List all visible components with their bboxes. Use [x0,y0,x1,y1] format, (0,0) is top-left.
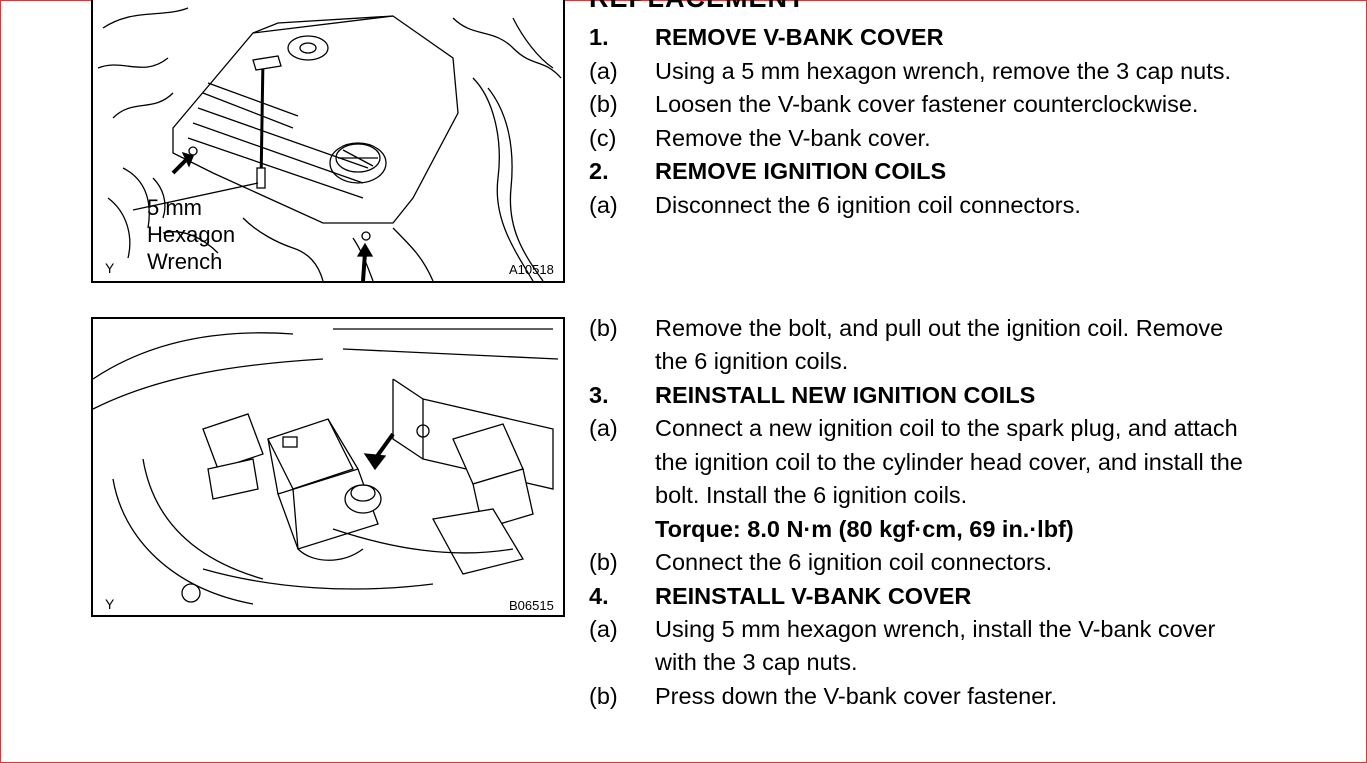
step-number: 1. [589,24,609,50]
step-text: REINSTALL NEW IGNITION COILS [655,382,1036,408]
step-text: the ignition coil to the cylinder head c… [655,449,1243,475]
step-text: Connect a new ignition coil to the spark… [655,415,1238,441]
step-number: (b) [589,683,618,709]
step-number: 3. [589,382,609,408]
step-text: Disconnect the 6 ignition coil connector… [655,192,1081,218]
wrench-callout: 5 mm Hexagon Wrench [147,194,235,275]
step-number: (c) [589,125,617,151]
step-text: Remove the bolt, and pull out the igniti… [655,315,1224,341]
step-number: (a) [589,192,618,218]
step-text: REINSTALL V-BANK COVER [655,583,972,609]
step-number: (a) [589,415,618,441]
v-bank-cover-illustration [97,7,562,281]
step-text: bolt. Install the 6 ignition coils. [655,482,968,508]
step-number: 4. [589,583,609,609]
step-text: Press down the V-bank cover fastener. [655,683,1058,709]
step-text: with the 3 cap nuts. [655,649,858,675]
step-number: (a) [589,616,618,642]
step-text: the 6 ignition coils. [655,348,849,374]
step-number: (b) [589,91,618,117]
figure-v-bank-cover: 5 mm Hexagon Wrench Y A10518 [91,0,565,283]
torque-text: Torque: 8.0 N·m (80 kgf·cm, 69 in.·lbf) [655,516,1074,542]
step-number: (a) [589,58,618,84]
step-text: Connect the 6 ignition coil connectors. [655,549,1053,575]
step-number: (b) [589,315,618,341]
callout-line-3: Wrench [147,249,223,274]
figure-ignition-coil: Y B06515 [91,317,565,617]
step-text: Loosen the V-bank cover fastener counter… [655,91,1199,117]
figure-corner-mark: Y [105,596,115,612]
step-text: Remove the V-bank cover. [655,125,931,151]
step-text: Using 5 mm hexagon wrench, install the V… [655,616,1216,642]
ignition-coil-illustration [93,328,559,605]
callout-line-1: 5 mm [147,195,202,220]
step-text: REMOVE V-BANK COVER [655,24,944,50]
step-number: 2. [589,158,609,184]
figure-corner-mark: Y [105,260,115,276]
step-text: REMOVE IGNITION COILS [655,158,947,184]
step-text: Using a 5 mm hexagon wrench, remove the … [655,58,1232,84]
section-heading: REPLACEMENT [589,0,806,14]
callout-line-2: Hexagon [147,222,236,247]
figure-code: A10518 [509,262,554,277]
step-number: (b) [589,549,618,575]
figure-code: B06515 [509,598,554,613]
